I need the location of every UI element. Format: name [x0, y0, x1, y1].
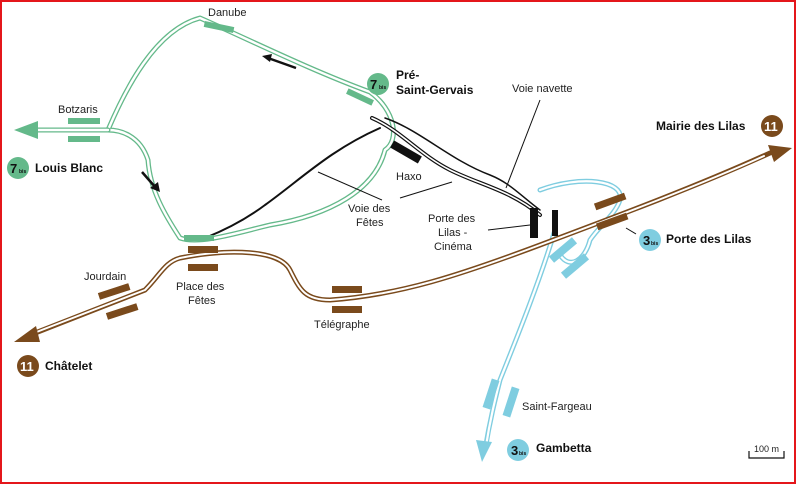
- badge-3bis-sup: bis: [519, 451, 526, 457]
- badge-11: [17, 355, 39, 377]
- platform-porte-des-lilas-11-2: [595, 212, 629, 231]
- line-3bis-main-inner: [484, 228, 557, 448]
- label-telegraphe: Télégraphe: [314, 319, 370, 331]
- platform-porte-des-lilas-11-1: [593, 192, 627, 211]
- platform-jourdain-2: [105, 303, 139, 320]
- platform-porte-des-lilas-3bis-2: [560, 253, 590, 279]
- label-mairie-des-lilas: Mairie des Lilas: [656, 119, 746, 133]
- label-porte-des-lilas-cinema-3: Cinéma: [434, 241, 473, 253]
- platform-botzaris-2: [68, 136, 100, 142]
- badge-3bis-sup: bis: [651, 241, 658, 247]
- loop-arrow-top: [267, 56, 297, 70]
- label-voie-des-fetes-2: Fêtes: [356, 217, 384, 229]
- terminus-chatelet: 11 Châtelet: [17, 355, 92, 377]
- terminus-louis-blanc: 7 bis Louis Blanc: [7, 157, 103, 179]
- label-gambetta: Gambetta: [536, 441, 592, 455]
- loop-direction-arrows: [141, 54, 297, 192]
- platform-botzaris-1: [68, 118, 100, 124]
- station-porte-des-lilas: 3 bis Porte des Lilas: [639, 229, 752, 251]
- label-pre-saint-gervais-2: Saint-Gervais: [396, 83, 474, 97]
- terminus-pre-saint-gervais-badge: 7 bis: [367, 73, 389, 95]
- label-haxo: Haxo: [396, 171, 422, 183]
- arrow-chatelet: [14, 326, 40, 342]
- terminus-mairie-des-lilas: Mairie des Lilas 11: [656, 115, 783, 137]
- platforms: [68, 20, 629, 418]
- platform-porte-des-lilas-cinema-1: [530, 208, 538, 238]
- label-saint-fargeau: Saint-Fargeau: [522, 401, 592, 413]
- leader-voie-navette: [505, 99, 541, 189]
- platform-place-des-fetes-green: [184, 235, 214, 241]
- platform-telegraphe-2: [332, 306, 362, 313]
- label-porte-des-lilas-cinema-2: Lilas -: [438, 227, 468, 239]
- connection-track: [384, 117, 541, 211]
- badge-7bis-sup: bis: [19, 169, 26, 175]
- badge-7bis: [7, 157, 29, 179]
- label-botzaris: Botzaris: [58, 104, 98, 116]
- platform-saint-fargeau-1: [482, 378, 500, 410]
- platform-place-des-fetes-1: [188, 246, 218, 253]
- label-voie-des-fetes-1: Voie des: [348, 203, 391, 215]
- badge-11-num: 11: [764, 119, 778, 134]
- badge-3bis: [507, 439, 529, 461]
- platform-saint-fargeau-2: [502, 386, 520, 418]
- label-voie-navette: Voie navette: [512, 83, 573, 95]
- line-11-tracks: [14, 145, 792, 342]
- line-7bis-loop-inner: [106, 16, 395, 242]
- label-pre-saint-gervais-1: Pré-: [396, 68, 419, 82]
- label-chatelet: Châtelet: [45, 359, 92, 373]
- platform-telegraphe-1: [332, 286, 362, 293]
- voie-navette-track-inner: [371, 117, 541, 216]
- badge-11: [761, 115, 783, 137]
- scale-line: [748, 451, 785, 459]
- label-jourdain: Jourdain: [84, 271, 126, 283]
- badge-3bis-num: 3: [643, 233, 650, 248]
- platform-porte-des-lilas-cinema-2: [552, 210, 558, 236]
- badge-11-num: 11: [20, 359, 34, 374]
- leader-porte-des-lilas: [625, 227, 637, 235]
- arrow-gambetta: [476, 440, 492, 462]
- platform-pre-saint-gervais: [346, 88, 374, 106]
- platform-haxo: [390, 140, 422, 164]
- line-7bis-tracks: [14, 15, 396, 243]
- scale-bar: 100 m: [748, 444, 785, 459]
- platform-porte-des-lilas-3bis-1: [548, 237, 578, 263]
- badge-7bis-num: 7: [370, 77, 377, 92]
- line-11-main-inner: [33, 155, 765, 334]
- loop-arrow-top-head: [262, 54, 272, 62]
- scale-label: 100 m: [754, 444, 779, 454]
- badge-3bis: [639, 229, 661, 251]
- leader-porte-des-lilas-cinema: [487, 224, 531, 231]
- service-tracks: [204, 116, 542, 239]
- platform-place-des-fetes-2: [188, 264, 218, 271]
- arrow-mairie-des-lilas: [768, 145, 792, 162]
- leader-voie-des-fetes-1: [317, 171, 383, 201]
- leader-voie-des-fetes-2: [399, 181, 453, 199]
- annotation-leaders: [317, 99, 637, 235]
- terminus-gambetta: 3 bis Gambetta: [507, 439, 592, 461]
- label-danube: Danube: [208, 7, 247, 19]
- label-louis-blanc: Louis Blanc: [35, 161, 103, 175]
- voie-des-fetes-track: [204, 127, 381, 239]
- platform-jourdain-1: [97, 283, 131, 300]
- label-place-des-fetes-1: Place des: [176, 281, 225, 293]
- label-place-des-fetes-2: Fêtes: [188, 295, 216, 307]
- arrow-louis-blanc: [14, 121, 38, 139]
- label-porte-des-lilas: Porte des Lilas: [666, 232, 752, 246]
- badge-7bis-num: 7: [10, 161, 17, 176]
- badge-7bis-sup: bis: [379, 85, 386, 91]
- loop-arrow-left-head: [150, 182, 160, 192]
- badge-3bis-num: 3: [511, 443, 518, 458]
- platform-danube: [203, 20, 235, 34]
- badge-7bis: [367, 73, 389, 95]
- label-porte-des-lilas-cinema-1: Porte des: [428, 213, 476, 225]
